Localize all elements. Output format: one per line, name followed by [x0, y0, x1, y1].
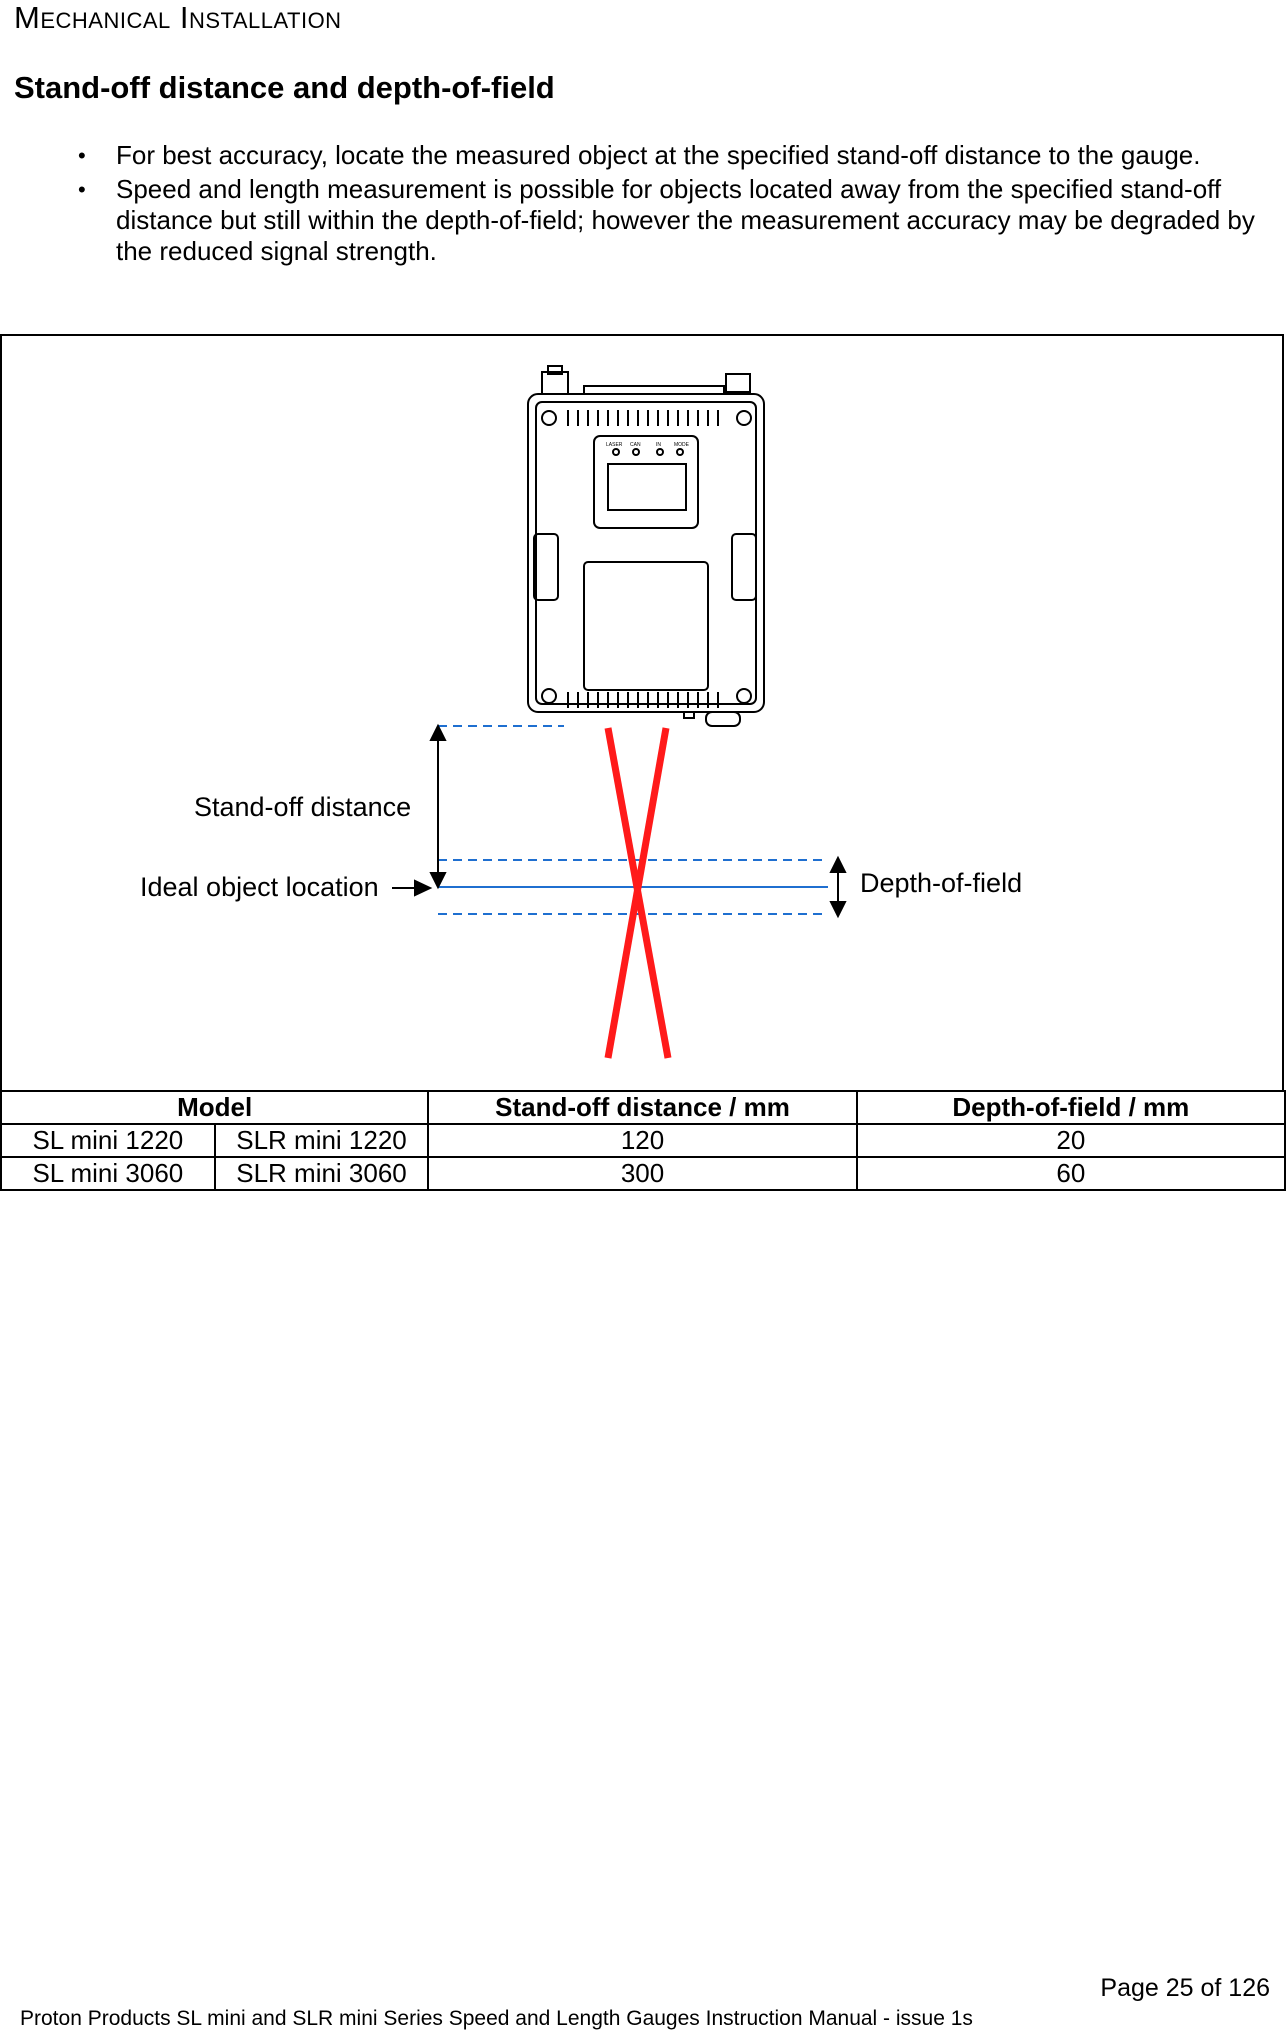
screw-icon [541, 688, 557, 704]
device-inner-body-icon [535, 401, 757, 705]
bottom-tab-icon [683, 711, 695, 719]
table-cell: 20 [855, 1123, 1286, 1158]
gauge-device-illustration [527, 365, 765, 727]
bottom-fins-icon [567, 692, 719, 708]
ideal-location-arrow-icon [392, 879, 433, 897]
panel-label: LASER [606, 442, 623, 448]
bullet-item: • For best accuracy, locate the measured… [0, 140, 1286, 171]
screw-icon [541, 410, 557, 426]
screw-icon [736, 688, 752, 704]
display-screen-icon [607, 463, 687, 511]
top-connector-cap-icon [547, 365, 563, 375]
right-handle-icon [731, 533, 757, 601]
led-icon [632, 448, 640, 456]
page-heading: Stand-off distance and depth-of-field [14, 70, 555, 105]
section-title: Mechanical Installation [14, 0, 342, 36]
device-panel-labels: LASER CAN IN MODE [606, 442, 690, 448]
column-header-model: Model [0, 1090, 430, 1125]
led-icon [612, 448, 620, 456]
table-cell: SL mini 3060 [0, 1156, 216, 1191]
laser-beam [604, 727, 670, 1059]
screw-icon [736, 410, 752, 426]
section-title-text: Mechanical Installation [14, 0, 342, 35]
table-header-row: Model Stand-off distance / mm Depth-of-f… [0, 1090, 1286, 1125]
table-row: SL mini 1220 SLR mini 1220 120 20 [0, 1123, 1286, 1158]
panel-label: MODE [674, 442, 690, 448]
led-icon [656, 448, 664, 456]
ideal-object-location-label: Ideal object location [140, 872, 379, 902]
table-row: SL mini 3060 SLR mini 3060 300 60 [0, 1156, 1286, 1191]
figure-diagram: LASER CAN IN MODE [392, 365, 847, 1059]
depth-of-field-arrow-icon [829, 855, 847, 919]
standoff-distance-label: Stand-off distance [194, 792, 412, 822]
top-rail-icon [583, 385, 725, 395]
column-header-dof: Depth-of-field / mm [855, 1090, 1286, 1125]
bottom-connector-icon [705, 711, 741, 727]
panel-label: CAN [630, 442, 641, 448]
bullet-item: • Speed and length measurement is possib… [0, 174, 1286, 267]
left-handle-icon [533, 533, 559, 601]
device-body-icon [527, 393, 765, 713]
table-cell: SL mini 1220 [0, 1123, 216, 1158]
top-connector-right-icon [725, 373, 751, 393]
table-cell: 60 [855, 1156, 1286, 1191]
page-number: Page 25 of 126 [1100, 1974, 1270, 2002]
table-cell: SLR mini 3060 [213, 1156, 430, 1191]
depth-of-field-label: Depth-of-field [860, 868, 1023, 898]
bullet-text: For best accuracy, locate the measured o… [116, 140, 1201, 170]
top-connector-left-icon [541, 371, 569, 395]
bullet-text: Speed and length measurement is possible… [116, 174, 1255, 266]
bullet-list: • For best accuracy, locate the measured… [0, 140, 1286, 270]
table-cell: 300 [427, 1156, 858, 1191]
table-cell: 120 [427, 1123, 858, 1158]
top-fins-icon [567, 410, 719, 426]
bullet-dot-icon: • [78, 143, 86, 168]
column-header-standoff: Stand-off distance / mm [427, 1090, 858, 1125]
optical-window-icon [583, 561, 709, 691]
model-spec-table: Model Stand-off distance / mm Depth-of-f… [0, 1090, 1286, 1191]
table-cell: SLR mini 1220 [213, 1123, 430, 1158]
document-footer-title: Proton Products SL mini and SLR mini Ser… [20, 2007, 973, 2030]
display-panel-icon [593, 435, 699, 529]
standoff-arrow-icon [429, 723, 447, 890]
led-icon [676, 448, 684, 456]
figure-box: LASER CAN IN MODE Stand-o [0, 334, 1284, 1090]
panel-label: IN [656, 442, 661, 448]
bullet-dot-icon: • [78, 177, 86, 202]
